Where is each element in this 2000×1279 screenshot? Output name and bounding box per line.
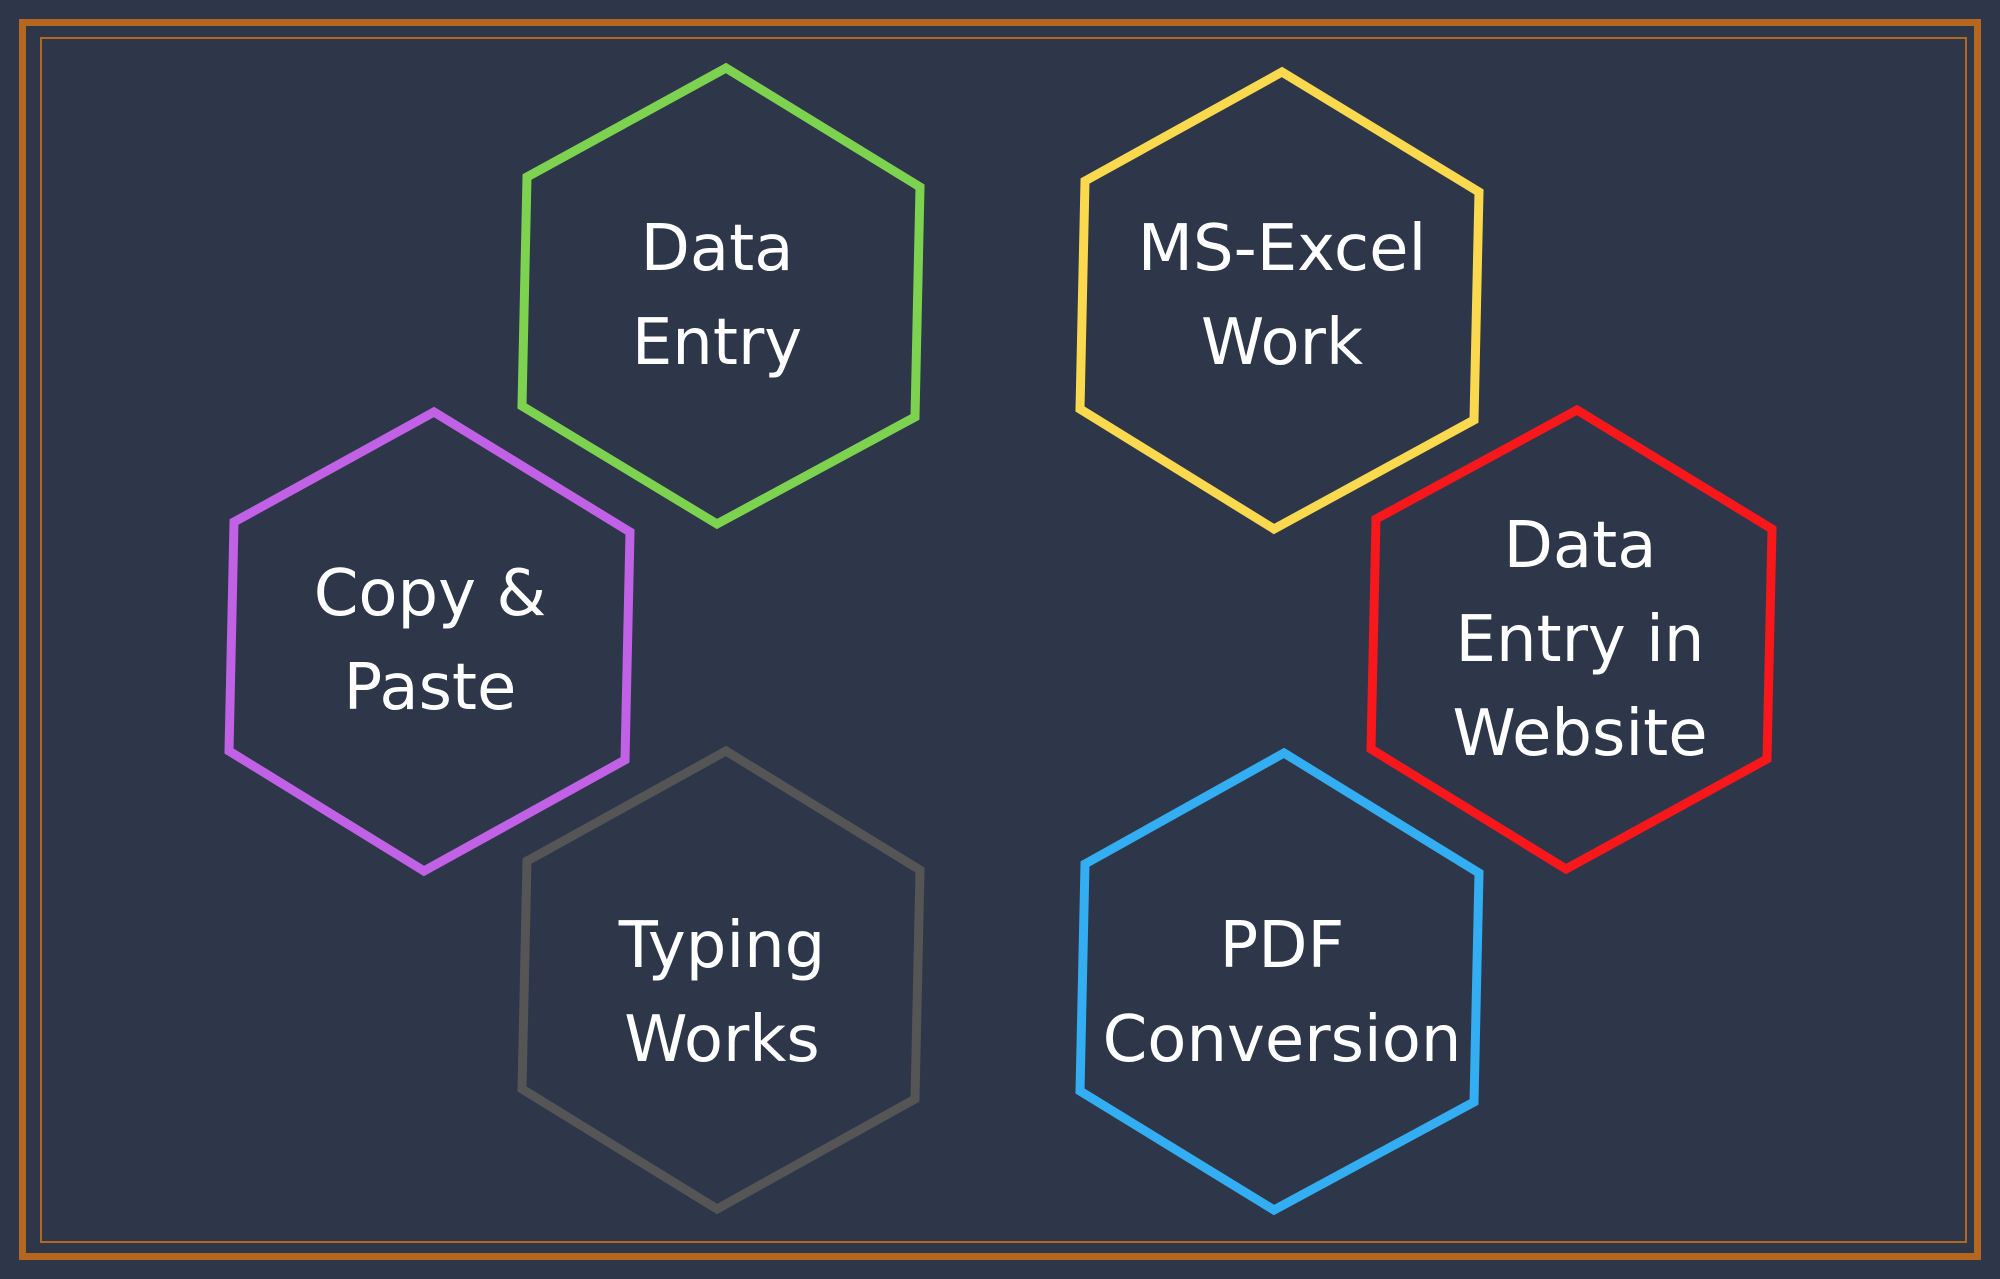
label-ms-excel-work: MS-Excel Work xyxy=(1137,212,1427,380)
label-data-entry-website: Data Entry in Website xyxy=(1452,509,1708,771)
hexagon-data-entry xyxy=(517,62,925,530)
hexagon-copy-paste xyxy=(224,406,635,877)
inner-frame xyxy=(40,37,1967,1243)
hexagon-pdf-conversion xyxy=(1075,747,1484,1216)
label-typing-works: Typing Works xyxy=(618,909,826,1077)
label-copy-paste: Copy & Paste xyxy=(313,557,547,725)
hexagon-typing-works xyxy=(517,745,925,1215)
label-pdf-conversion: PDF Conversion xyxy=(1102,909,1462,1077)
hexagon-ms-excel-work xyxy=(1075,66,1484,535)
label-data-entry: Data Entry xyxy=(631,212,803,380)
outer-frame xyxy=(19,19,1981,1260)
hexagon-data-entry-website xyxy=(1366,404,1777,875)
